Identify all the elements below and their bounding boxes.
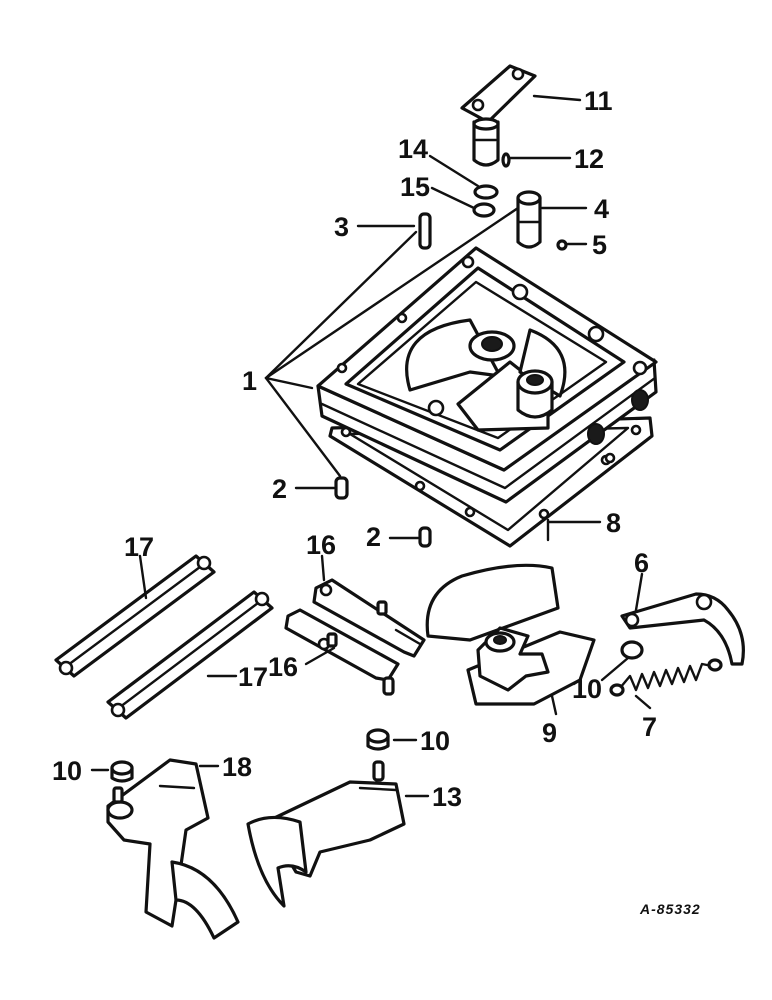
callout-2-left: 2 (272, 474, 287, 504)
callout-10-left: 10 (52, 756, 82, 786)
part-16-rail-lower (284, 608, 400, 696)
part-16-rail-upper (312, 578, 426, 658)
callout-labels: 11 12 14 15 3 4 5 1 2 2 8 17 17 16 16 6 … (52, 86, 657, 812)
part-12-pin (501, 152, 511, 168)
callout-6: 6 (634, 548, 649, 578)
part-5-screw (556, 239, 568, 251)
part-10-roller-center (366, 728, 390, 751)
part-13-shift-fork (246, 760, 406, 908)
callout-15: 15 (400, 172, 430, 202)
part-15-ring (472, 202, 496, 218)
housing-cover (316, 246, 658, 504)
callout-1: 1 (242, 366, 257, 396)
callout-10-center: 10 (420, 726, 450, 756)
callout-12: 12 (574, 144, 604, 174)
callout-2-right: 2 (366, 522, 381, 552)
part-11-lever-arm (460, 64, 537, 167)
part-7-spring (609, 658, 723, 697)
callout-17-lower: 17 (238, 662, 268, 692)
callout-17-upper: 17 (124, 532, 154, 562)
callout-16-upper: 16 (306, 530, 336, 560)
part-17-shaft-upper (54, 554, 216, 678)
drawing-reference-code: A-85332 (639, 901, 701, 917)
callout-14: 14 (398, 134, 428, 164)
callout-10-right: 10 (572, 674, 602, 704)
part-3-dowel-pin (418, 212, 432, 250)
callout-7: 7 (642, 712, 657, 742)
part-4-sleeve (516, 190, 542, 249)
part-18-shift-fork (106, 758, 240, 940)
callout-18: 18 (222, 752, 252, 782)
leader-lines (90, 94, 652, 798)
callout-13: 13 (432, 782, 462, 812)
callout-11: 11 (584, 86, 613, 116)
part-6-lever (620, 592, 745, 666)
part-2-dowel-right (418, 526, 432, 548)
callout-16-lower: 16 (268, 652, 298, 682)
part-17-shaft-lower (106, 590, 274, 720)
part-10-roller-left (110, 760, 134, 783)
callout-9: 9 (542, 718, 557, 748)
callout-3: 3 (334, 212, 349, 242)
part-14-washer (473, 184, 499, 200)
callout-4: 4 (594, 194, 609, 224)
part-9-sector-gear (425, 563, 596, 706)
callout-5: 5 (592, 230, 607, 260)
callout-8: 8 (606, 508, 621, 538)
part-10-roller-right (620, 640, 644, 660)
part-2-dowel-left (334, 476, 349, 500)
